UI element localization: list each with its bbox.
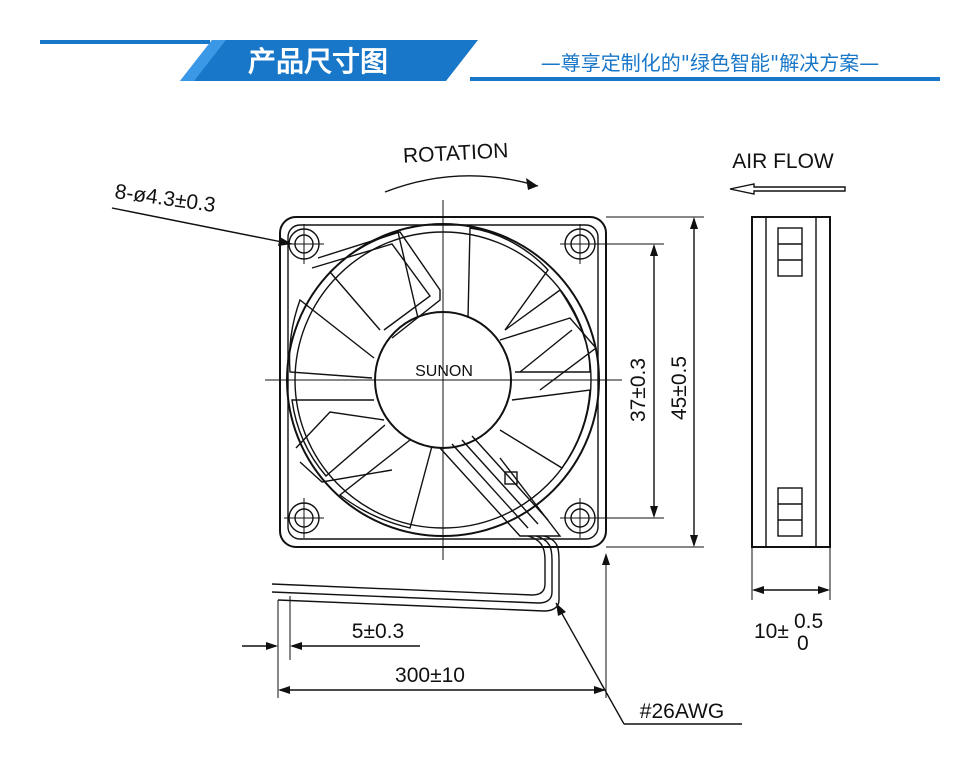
- header-title-tab-edge: [180, 40, 226, 81]
- hole-callout-leader: [111, 207, 293, 246]
- rotation-arrow: [384, 175, 539, 193]
- inner-dimension-label: 37±0.3: [627, 358, 650, 422]
- depth-dimension-base: 10±: [754, 620, 789, 643]
- header-bottom-line: [470, 77, 940, 81]
- outer-dimension-label: 45±0.5: [668, 356, 691, 420]
- depth-dimension-upper: 0.5: [794, 610, 823, 633]
- mounting-hole-bottom-right: [560, 498, 600, 538]
- page-title: 产品尺寸图: [248, 45, 388, 78]
- lead-length-dimension-lines: [278, 553, 610, 698]
- brand-label: SUNON: [415, 363, 473, 380]
- header-top-line: [40, 40, 210, 44]
- wire-channel: [439, 435, 562, 537]
- lead-wires: [271, 535, 560, 612]
- airflow-arrow: [729, 183, 846, 195]
- support-struts: [295, 231, 598, 483]
- header-banner: 产品尺寸图 —尊享定制化的"绿色智能"解决方案—: [40, 40, 940, 81]
- wire-gauge-leader: [555, 602, 742, 725]
- mounting-hole-bottom-left: [284, 498, 324, 538]
- wire-gauge-label: #26AWG: [640, 700, 724, 723]
- header-slogan: —尊享定制化的"绿色智能"解决方案—: [541, 51, 879, 75]
- depth-dimension-lines: [751, 547, 831, 600]
- fan-hub: [374, 311, 512, 449]
- airflow-label: AIR FLOW: [732, 150, 834, 173]
- lead-strip-dimension-lines: [242, 596, 420, 698]
- inner-dimension-lines: [598, 243, 664, 519]
- depth-dimension-lower: 0: [797, 632, 809, 655]
- header-title-tab: [180, 40, 478, 81]
- outer-dimension-lines: [606, 216, 704, 548]
- lead-strip-dimension-label: 5±0.3: [352, 620, 404, 643]
- lead-length-dimension-label: 300±10: [395, 664, 465, 687]
- mounting-hole-top-right: [560, 224, 600, 264]
- fan-frame: [279, 216, 607, 548]
- fan-side-view: [751, 216, 831, 548]
- rotation-label: ROTATION: [402, 139, 508, 167]
